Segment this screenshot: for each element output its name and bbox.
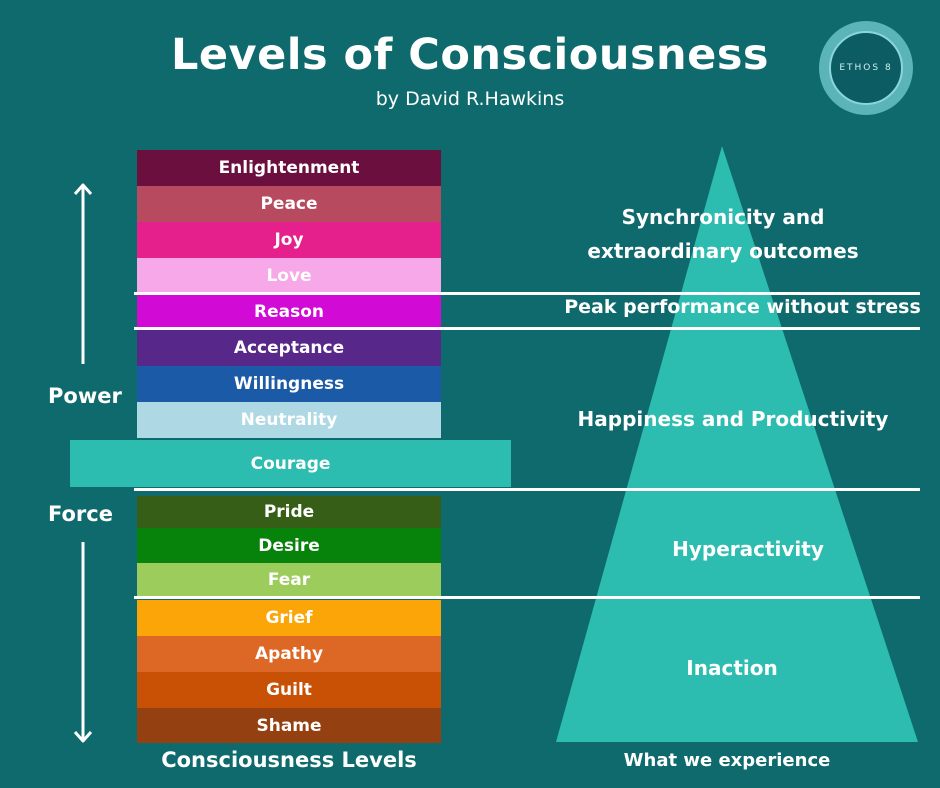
level-enlightenment: Enlightenment xyxy=(137,150,441,186)
level-label: Desire xyxy=(258,535,320,556)
level-guilt: Guilt xyxy=(137,672,441,708)
level-label: Peace xyxy=(260,194,318,214)
level-reason: Reason xyxy=(137,293,441,330)
level-label: Fear xyxy=(267,570,311,590)
level-label: Grief xyxy=(265,608,313,628)
level-label: Guilt xyxy=(266,680,312,700)
level-label: Pride xyxy=(263,502,315,522)
level-joy: Joy xyxy=(137,222,441,258)
ethos-logo: ETHOS 8 xyxy=(819,21,913,115)
level-label: Love xyxy=(266,265,312,286)
footer-consciousness-levels: Consciousness Levels xyxy=(161,748,417,772)
experience-inaction: Inaction xyxy=(686,656,778,680)
divider-line-love-reason xyxy=(134,292,920,295)
level-love: Love xyxy=(137,258,441,293)
level-label: Reason xyxy=(254,301,324,322)
pyramid-shape xyxy=(556,146,918,742)
experience-happiness: Happiness and Productivity xyxy=(577,407,889,431)
divider-line-reason-acceptance xyxy=(134,327,920,330)
level-label: Neutrality xyxy=(240,410,338,430)
level-label: Willingness xyxy=(233,374,345,394)
level-label: Apathy xyxy=(254,644,324,664)
logo-ring: ETHOS 8 xyxy=(829,31,903,105)
arrow-down-icon xyxy=(73,542,93,743)
level-acceptance: Acceptance xyxy=(137,330,441,366)
arrow-up-icon xyxy=(73,183,93,364)
level-grief: Grief xyxy=(137,600,441,636)
experience-synchronicity-line2: extraordinary outcomes xyxy=(587,239,859,263)
level-courage: Courage xyxy=(70,440,511,487)
page-subtitle: by David R.Hawkins xyxy=(375,88,565,110)
logo-text: ETHOS 8 xyxy=(839,63,893,73)
level-fear: Fear xyxy=(137,563,441,597)
experience-peak: Peak performance without stress xyxy=(564,296,921,318)
divider-line-courage-pride xyxy=(134,488,920,491)
level-apathy: Apathy xyxy=(137,636,441,672)
power-label: Power xyxy=(48,384,122,408)
level-desire: Desire xyxy=(137,528,441,563)
level-pride: Pride xyxy=(137,496,441,528)
level-peace: Peace xyxy=(137,186,441,222)
footer-what-we-experience: What we experience xyxy=(623,750,831,771)
level-label: Shame xyxy=(256,715,322,736)
force-label: Force xyxy=(48,502,113,526)
level-label: Enlightenment xyxy=(218,158,360,178)
level-willingness: Willingness xyxy=(137,366,441,402)
page-title: Levels of Consciousness xyxy=(170,30,770,80)
level-label: Acceptance xyxy=(233,338,345,358)
level-label: Joy xyxy=(274,230,304,250)
experience-synchronicity: Synchronicity and extraordinary outcomes xyxy=(560,200,886,268)
divider-line-fear-grief xyxy=(134,596,920,599)
level-label: Courage xyxy=(250,453,331,474)
experience-synchronicity-line1: Synchronicity and xyxy=(621,205,825,229)
experience-hyperactivity: Hyperactivity xyxy=(672,537,824,561)
level-neutrality: Neutrality xyxy=(137,402,441,438)
level-shame: Shame xyxy=(137,708,441,743)
